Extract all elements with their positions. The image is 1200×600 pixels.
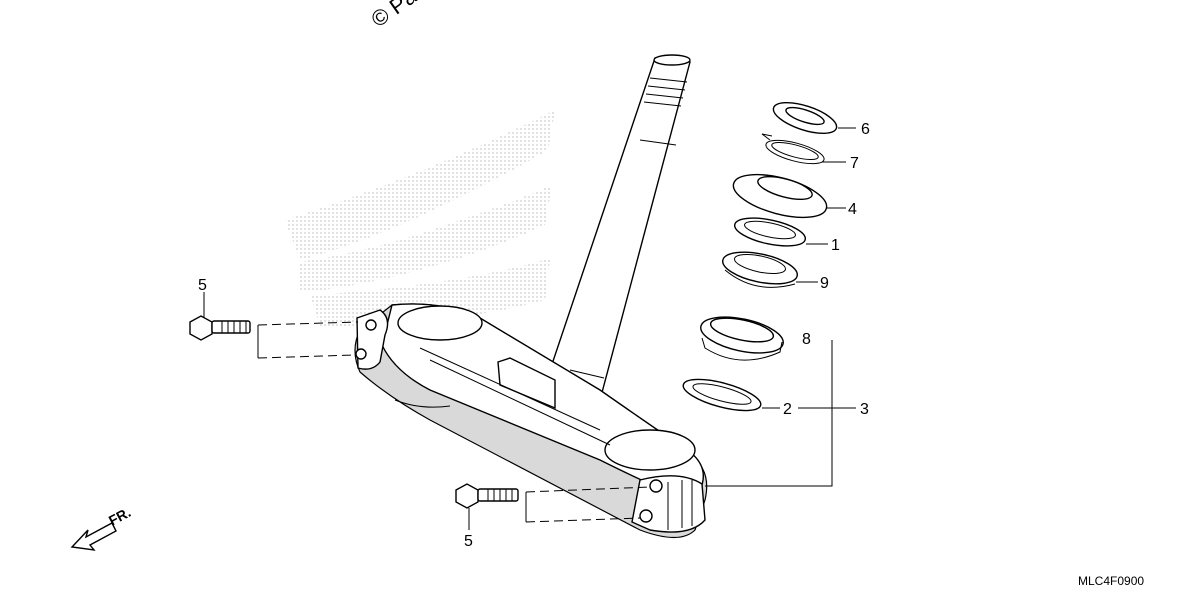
- callout-8: 8: [802, 331, 811, 348]
- part-8-lower-bearing: [700, 316, 784, 361]
- bolt-guide-lines: [257, 321, 651, 523]
- bolt-lower: [455, 483, 519, 509]
- part-6-lock-nut: [772, 101, 838, 135]
- diagram-code: MLC4F0900: [1078, 574, 1144, 588]
- arrow-front-icon: FR.: [70, 504, 133, 551]
- background-wing-logo: [285, 110, 555, 327]
- callout-4: 4: [848, 201, 857, 218]
- part-1-dust-seal: [733, 217, 807, 247]
- watermark-text: © Pa: [367, 0, 422, 32]
- callout-5-upper: 5: [198, 277, 207, 294]
- callout-1: 1: [831, 237, 840, 254]
- callout-2: 2: [783, 401, 792, 418]
- callout-5-lower: 5: [464, 533, 473, 550]
- part-4-adjust-nut: [732, 173, 828, 219]
- leader-lines: [203, 127, 856, 530]
- callout-9: 9: [820, 275, 829, 292]
- callout-7: 7: [850, 155, 859, 172]
- steering-stem: [544, 54, 691, 401]
- callout-6: 6: [861, 121, 870, 138]
- callout-3: 3: [860, 401, 869, 418]
- steering-stem-clamp: [354, 303, 708, 539]
- part-7-lock-washer: [761, 133, 825, 165]
- part-2-lower-dust-seal: [682, 378, 762, 412]
- bolt-upper: [189, 315, 251, 341]
- part-9-bearing: [722, 251, 798, 288]
